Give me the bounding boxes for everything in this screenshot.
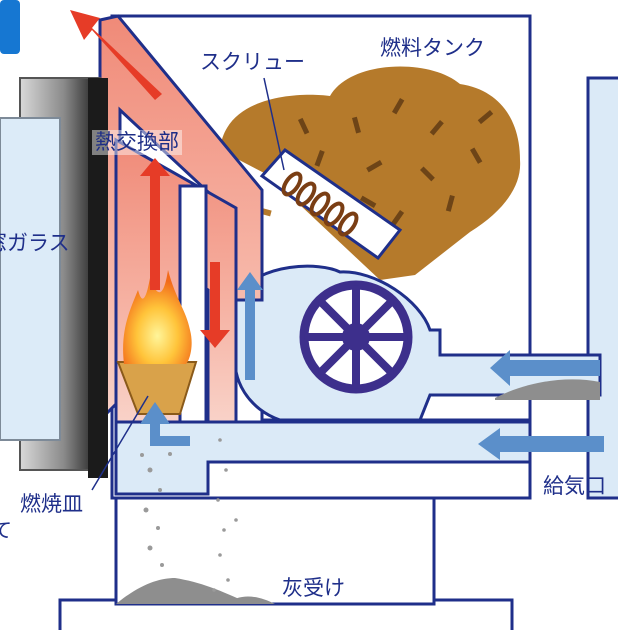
fire-flames	[123, 270, 192, 364]
window-glass	[0, 117, 61, 441]
corner-badge	[0, 0, 20, 54]
pellet-pile	[220, 66, 521, 280]
screw-leader	[263, 77, 285, 171]
screw-coil	[281, 171, 359, 237]
label-window-glass: 窓ガラス	[0, 231, 70, 255]
dish-leader	[91, 395, 149, 491]
flue-arrows	[70, 10, 230, 348]
air-flow-arrows	[140, 272, 604, 460]
label-edge-fragment: て	[0, 518, 12, 542]
air-duct-right	[586, 76, 618, 500]
ash-mound-mid	[225, 596, 275, 604]
door-edge	[88, 78, 108, 478]
ash-mound-left	[116, 578, 250, 604]
label-air-inlet: 給気口	[543, 474, 606, 498]
label-ash-receiver: 灰受け	[282, 576, 345, 600]
ash-mound-right	[495, 379, 600, 400]
label-screw: スクリュー	[200, 50, 305, 74]
label-combustion-dish: 燃焼皿	[20, 492, 83, 516]
pellet-grains	[297, 98, 494, 226]
label-fuel-tank: 燃料タンク	[380, 36, 485, 60]
blower-fan	[299, 280, 413, 394]
label-heat-exchanger: 熱交換部	[92, 130, 182, 155]
